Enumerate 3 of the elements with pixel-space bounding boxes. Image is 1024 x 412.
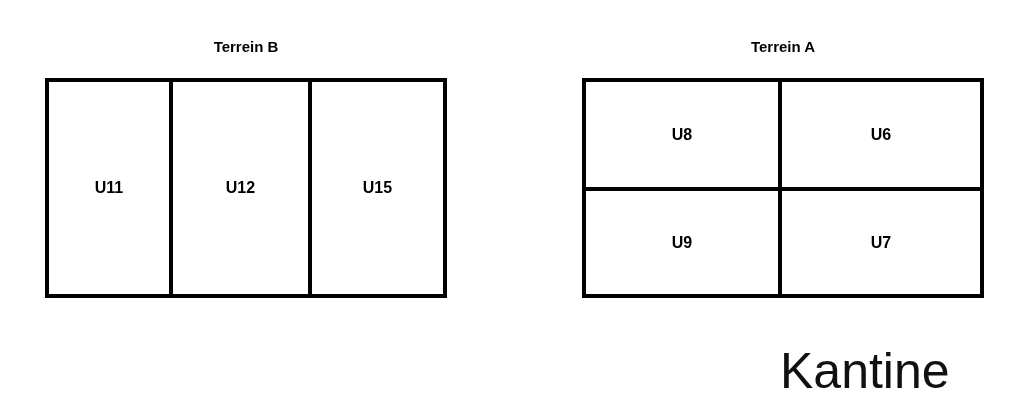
area-heading: Terrein A: [749, 38, 817, 55]
area-label: Kantine: [780, 342, 950, 400]
area-heading: Terrein B: [212, 38, 280, 55]
